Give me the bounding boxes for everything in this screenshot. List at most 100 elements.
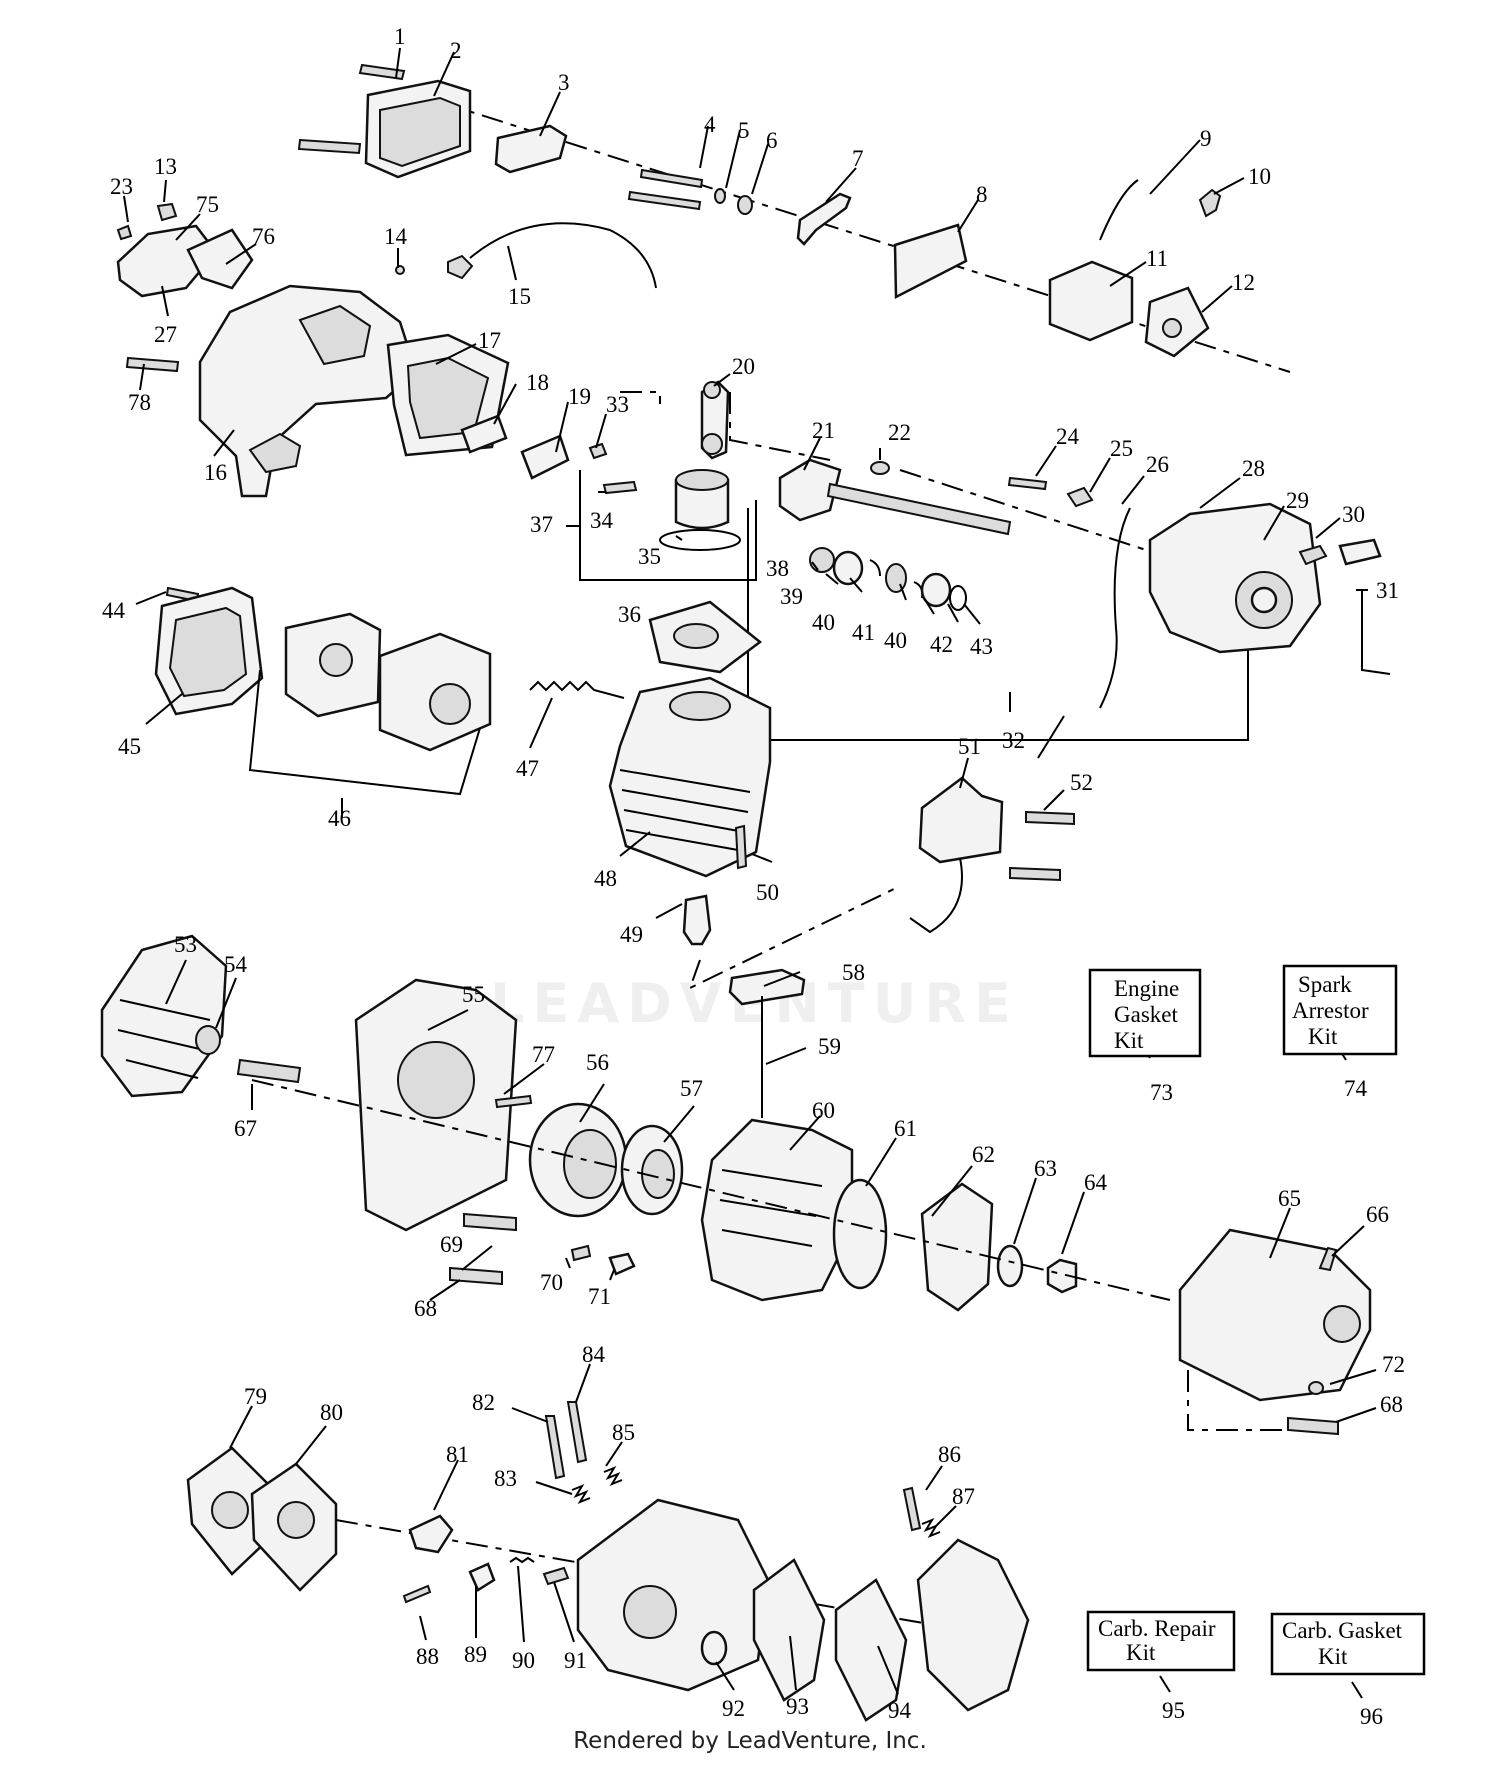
callout-42: 42 — [930, 632, 953, 657]
callout-50: 50 — [756, 880, 779, 905]
callout-61: 61 — [894, 1116, 917, 1141]
callout-56: 56 — [586, 1050, 609, 1075]
spark-arrestor-kit-box — [1282, 964, 1398, 1056]
callout-47: 47 — [516, 756, 539, 781]
callout-78: 78 — [128, 390, 151, 415]
callout-30: 30 — [1342, 502, 1365, 527]
callout-70: 70 — [540, 1270, 563, 1295]
callout-79: 79 — [244, 1384, 267, 1409]
callout-14: 14 — [384, 224, 408, 249]
callout-13: 13 — [154, 154, 177, 179]
callout-46: 46 — [328, 806, 351, 831]
callout-59: 59 — [818, 1034, 841, 1059]
row4-parts — [100, 934, 1372, 1436]
callout-81: 81 — [446, 1442, 469, 1467]
row2-right-parts — [1007, 476, 1391, 709]
callout-2: 2 — [450, 38, 462, 63]
rendered-by-footer: Rendered by LeadVenture, Inc. — [573, 1728, 927, 1754]
carb-gasket-kit-line1: Carb. Gasket — [1282, 1618, 1403, 1643]
callout-82: 82 — [472, 1390, 495, 1415]
callout-76: 76 — [252, 224, 275, 249]
callout-labels: 1 2 3 4 5 6 7 8 9 10 11 12 13 14 15 16 1… — [102, 24, 1405, 1723]
callout-84: 84 — [582, 1342, 606, 1367]
spark-arrestor-kit-line1: Spark — [1298, 972, 1352, 997]
callout-74: 74 — [1344, 1076, 1368, 1101]
callout-20: 20 — [732, 354, 755, 379]
callout-26: 26 — [1146, 452, 1169, 477]
callout-80: 80 — [320, 1400, 343, 1425]
callout-27: 27 — [154, 322, 177, 347]
callout-92: 92 — [722, 1696, 745, 1721]
callout-53: 53 — [174, 932, 197, 957]
callout-72: 72 — [1382, 1352, 1405, 1377]
callout-31: 31 — [1376, 578, 1399, 603]
callout-41: 41 — [852, 620, 875, 645]
callout-24: 24 — [1056, 424, 1080, 449]
callout-17: 17 — [478, 328, 501, 353]
callout-63: 63 — [1034, 1156, 1057, 1181]
spark-arrestor-kit: Spark Arrestor Kit 74 — [1282, 964, 1398, 1101]
callout-48: 48 — [594, 866, 617, 891]
callout-40b: 40 — [884, 628, 907, 653]
callout-29: 29 — [1286, 488, 1309, 513]
callout-86: 86 — [938, 1442, 961, 1467]
callout-87: 87 — [952, 1484, 975, 1509]
callout-5: 5 — [738, 118, 750, 143]
callout-95: 95 — [1162, 1698, 1185, 1723]
callout-40: 40 — [812, 610, 835, 635]
callout-54: 54 — [224, 952, 248, 977]
callout-28: 28 — [1242, 456, 1265, 481]
row2-left-parts — [116, 202, 657, 498]
callout-38: 38 — [766, 556, 789, 581]
engine-gasket-kit-line3: Kit — [1114, 1028, 1144, 1053]
row3-parts — [154, 586, 1075, 990]
callout-52: 52 — [1070, 770, 1093, 795]
carb-repair-kit-box — [1086, 1610, 1236, 1672]
callout-19: 19 — [568, 384, 591, 409]
callout-51: 51 — [958, 734, 981, 759]
leader-lines — [123, 47, 1377, 1699]
callout-10: 10 — [1248, 164, 1271, 189]
callout-55: 55 — [462, 982, 485, 1007]
callout-25: 25 — [1110, 436, 1133, 461]
callout-1: 1 — [394, 24, 406, 49]
callout-64: 64 — [1084, 1170, 1108, 1195]
callout-36: 36 — [618, 602, 641, 627]
callout-96: 96 — [1360, 1704, 1383, 1729]
callout-85: 85 — [612, 1420, 635, 1445]
callout-83: 83 — [494, 1466, 517, 1491]
callout-32: 32 — [1002, 728, 1025, 753]
carb-repair-kit: Carb. Repair Kit 95 — [1086, 1610, 1236, 1723]
callout-37: 37 — [530, 512, 553, 537]
callout-94: 94 — [888, 1698, 912, 1723]
callout-6: 6 — [766, 128, 778, 153]
carb-gasket-kit-box — [1270, 1612, 1426, 1676]
carb-repair-kit-line1: Carb. Repair — [1098, 1616, 1216, 1641]
callout-33: 33 — [606, 392, 629, 417]
carb-gasket-kit: Carb. Gasket Kit 96 — [1270, 1612, 1426, 1729]
callout-71: 71 — [588, 1284, 611, 1309]
callout-23: 23 — [110, 174, 133, 199]
engine-gasket-kit: Engine Gasket Kit 73 — [1088, 968, 1202, 1105]
callout-34: 34 — [590, 508, 614, 533]
engine-gasket-kit-line2: Gasket — [1114, 1002, 1178, 1027]
row1-parts — [297, 63, 1291, 373]
callout-12: 12 — [1232, 270, 1255, 295]
callout-44: 44 — [102, 598, 126, 623]
callout-68b: 68 — [1380, 1392, 1403, 1417]
callout-89: 89 — [464, 1642, 487, 1667]
row5-parts — [186, 1401, 1030, 1722]
callout-15: 15 — [508, 284, 531, 309]
callout-49: 49 — [620, 922, 643, 947]
callout-8: 8 — [976, 182, 988, 207]
callout-88: 88 — [416, 1644, 439, 1669]
callout-75: 75 — [196, 192, 219, 217]
callout-68: 68 — [414, 1296, 437, 1321]
callout-93: 93 — [786, 1694, 809, 1719]
row2-middle-parts — [579, 380, 1301, 741]
callout-7: 7 — [852, 146, 864, 171]
callout-65: 65 — [1278, 1186, 1301, 1211]
callout-9: 9 — [1200, 126, 1212, 151]
callout-67: 67 — [234, 1116, 257, 1141]
